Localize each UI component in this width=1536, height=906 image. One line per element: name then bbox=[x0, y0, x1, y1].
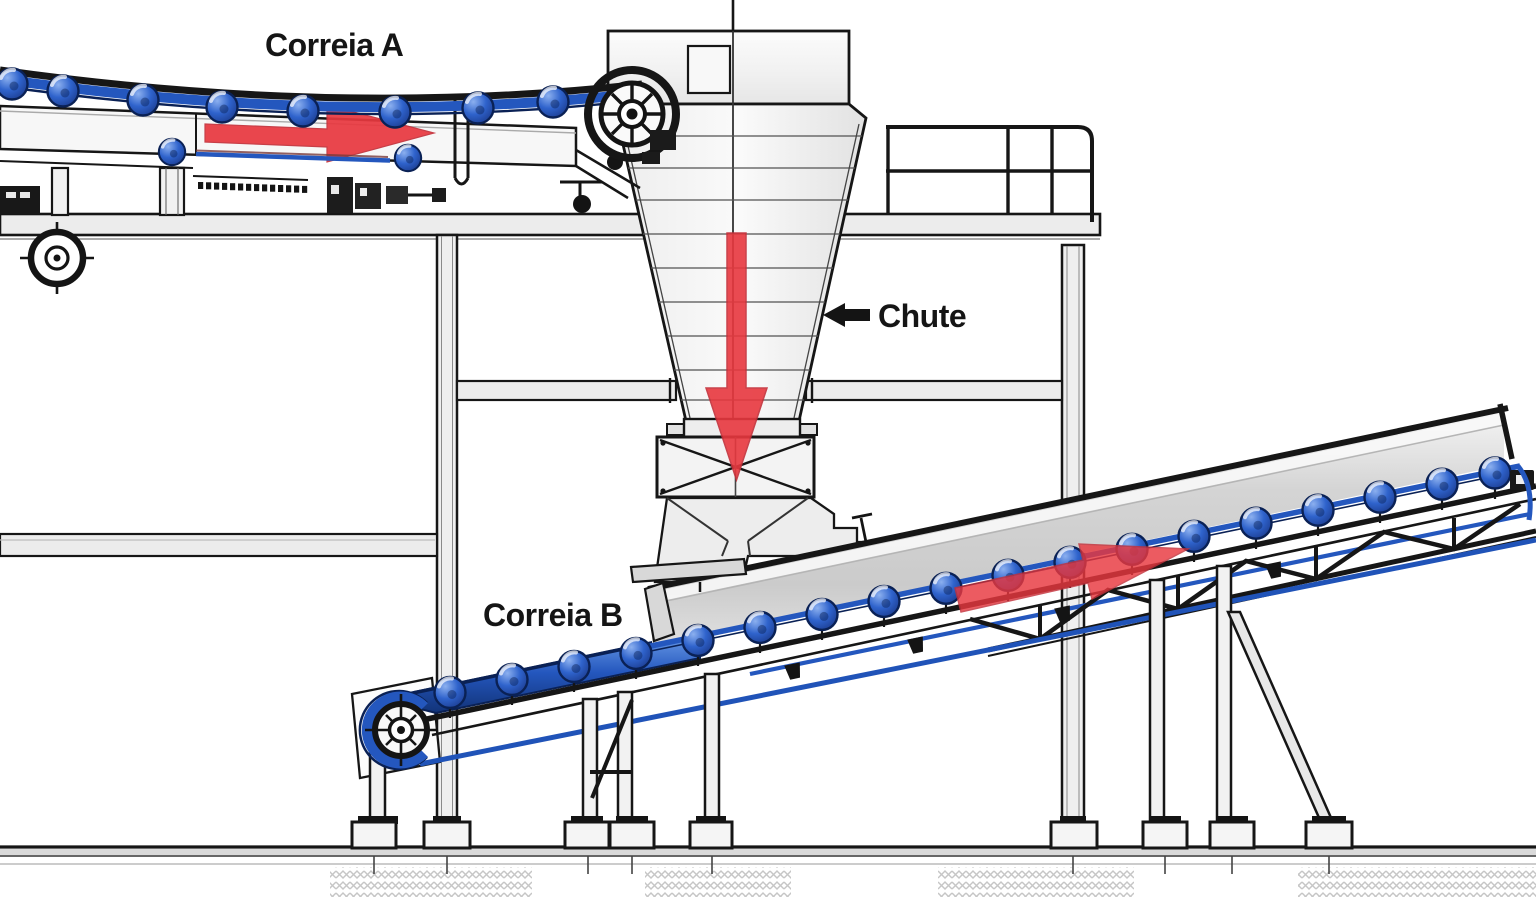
tail-box-a bbox=[0, 186, 40, 214]
return-roller bbox=[393, 143, 423, 173]
gearbox-detail bbox=[360, 188, 367, 196]
gearbox bbox=[355, 183, 381, 209]
tail-pulley-b bbox=[358, 689, 437, 771]
deck-beam bbox=[0, 212, 1102, 237]
flow-arrow-belt-a bbox=[204, 104, 437, 163]
beam-mid-left bbox=[455, 379, 678, 402]
cover-band-end-plate bbox=[643, 581, 676, 643]
cover-band-crease bbox=[651, 424, 1505, 605]
hopper-inspection-window bbox=[686, 44, 732, 95]
beam-flanges bbox=[668, 378, 814, 403]
chute-pointer-arrow-icon bbox=[823, 303, 870, 327]
cover-band-endcap bbox=[1497, 403, 1515, 460]
pulley-mount bbox=[642, 152, 660, 164]
body-lower-rail bbox=[0, 160, 194, 169]
support-frame bbox=[0, 125, 1102, 850]
label-correia-a: Correia A bbox=[265, 27, 404, 63]
a-frame-brace bbox=[590, 699, 634, 799]
conveyor-a bbox=[0, 66, 680, 294]
return-idler-brackets bbox=[784, 561, 1282, 680]
link-block bbox=[432, 188, 446, 202]
flow-arrow-chute-down bbox=[704, 232, 769, 483]
post-web bbox=[165, 168, 179, 215]
motor-block bbox=[386, 186, 408, 204]
left-column bbox=[435, 233, 459, 827]
labels: Correia A Chute Correia B bbox=[265, 27, 967, 633]
return-guide-line bbox=[195, 149, 389, 158]
head-belt-wrap bbox=[1515, 464, 1533, 521]
chute-shelf bbox=[629, 557, 748, 584]
return-roller bbox=[157, 137, 187, 167]
body-inner-line bbox=[0, 110, 577, 134]
right-column-foot bbox=[1049, 820, 1099, 850]
funnel-inner-walls bbox=[622, 123, 860, 419]
neck-flange-right bbox=[799, 423, 818, 436]
return-belt-a bbox=[195, 151, 391, 163]
conveyor-b-feet bbox=[350, 816, 1354, 850]
ground-hatch bbox=[645, 867, 791, 897]
left-column-foot bbox=[422, 820, 472, 850]
beam-mid-right bbox=[804, 379, 1064, 402]
rack-teeth bbox=[198, 182, 308, 193]
bolt bbox=[805, 488, 811, 494]
drive-detail bbox=[331, 185, 339, 194]
ground-hatch bbox=[330, 867, 532, 897]
return-belt-b bbox=[419, 537, 1536, 767]
label-chute: Chute bbox=[878, 298, 966, 334]
bolt bbox=[660, 488, 666, 494]
bolt bbox=[805, 440, 811, 446]
support-post bbox=[158, 166, 186, 217]
head-pulley-a bbox=[584, 66, 680, 164]
skirt-inner-lines bbox=[666, 497, 809, 557]
beam-lower-left bbox=[0, 532, 439, 558]
pulley-motor bbox=[650, 130, 676, 150]
flow-arrow-belt-b bbox=[954, 543, 1191, 613]
takeup-roller bbox=[573, 195, 591, 213]
foundation-ticks bbox=[373, 856, 1330, 874]
ground bbox=[0, 845, 1536, 897]
label-correia-b: Correia B bbox=[483, 597, 623, 633]
ground-hatch bbox=[938, 867, 1134, 897]
stringer-rail-2 bbox=[431, 497, 1536, 737]
skirt-post bbox=[851, 512, 873, 543]
platform-railing bbox=[886, 125, 1094, 222]
left-column-baseplate bbox=[433, 816, 461, 824]
bolt bbox=[660, 440, 666, 446]
drive-unit bbox=[327, 177, 353, 213]
cover-band-highlight bbox=[652, 413, 1504, 603]
tail-box-slot bbox=[20, 192, 30, 198]
head-drive-detail bbox=[1516, 475, 1525, 484]
rack-rail bbox=[192, 175, 309, 181]
right-column-baseplate bbox=[1060, 816, 1086, 824]
support-post bbox=[50, 166, 70, 217]
belt-b-mid-blue-line bbox=[749, 511, 1531, 677]
ground-band bbox=[0, 849, 1536, 855]
cover-band-top-edge bbox=[647, 405, 1509, 592]
ground-hatch bbox=[1298, 867, 1536, 897]
conveyor-b bbox=[350, 403, 1536, 850]
takeup-bracket bbox=[560, 180, 602, 196]
neck-flange-left bbox=[666, 423, 685, 436]
bend-pulley bbox=[20, 222, 94, 294]
tail-box-slot bbox=[6, 192, 16, 198]
left-column-web bbox=[441, 236, 453, 824]
diagonal-strut bbox=[1226, 610, 1334, 822]
